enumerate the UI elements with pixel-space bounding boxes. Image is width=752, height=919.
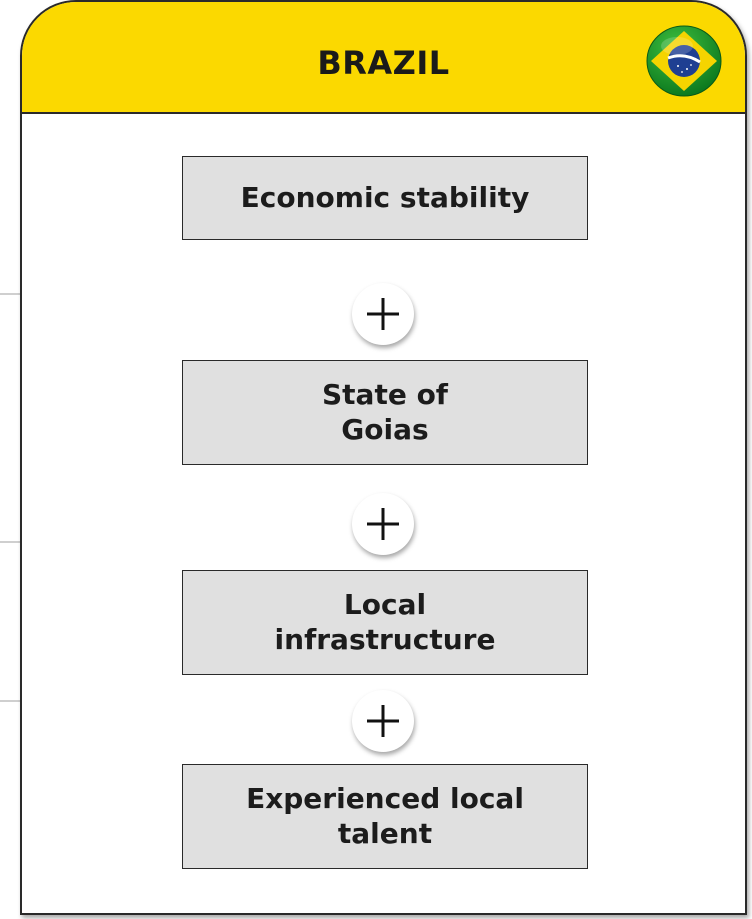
factor-label: Economic stability [240,180,530,214]
plus-icon [352,690,414,752]
plus-icon [352,493,414,555]
edge-divider-line [0,541,22,543]
country-card: BRAZIL Economic stability State of Goia [20,0,747,915]
factor-box: Experienced local talent [182,764,588,869]
country-title: BRAZIL [317,44,450,82]
factor-box: State of Goias [182,360,588,465]
edge-divider-line [0,293,22,295]
factor-label: Local infrastructure [274,588,496,656]
factor-label: Experienced local talent [246,782,524,850]
factor-label: State of Goias [322,378,448,446]
edge-divider-line [0,700,22,702]
factor-box: Local infrastructure [182,570,588,675]
factor-box: Economic stability [182,156,588,240]
card-header: BRAZIL [22,2,745,114]
brazil-flag-icon [646,25,722,97]
plus-icon [352,283,414,345]
